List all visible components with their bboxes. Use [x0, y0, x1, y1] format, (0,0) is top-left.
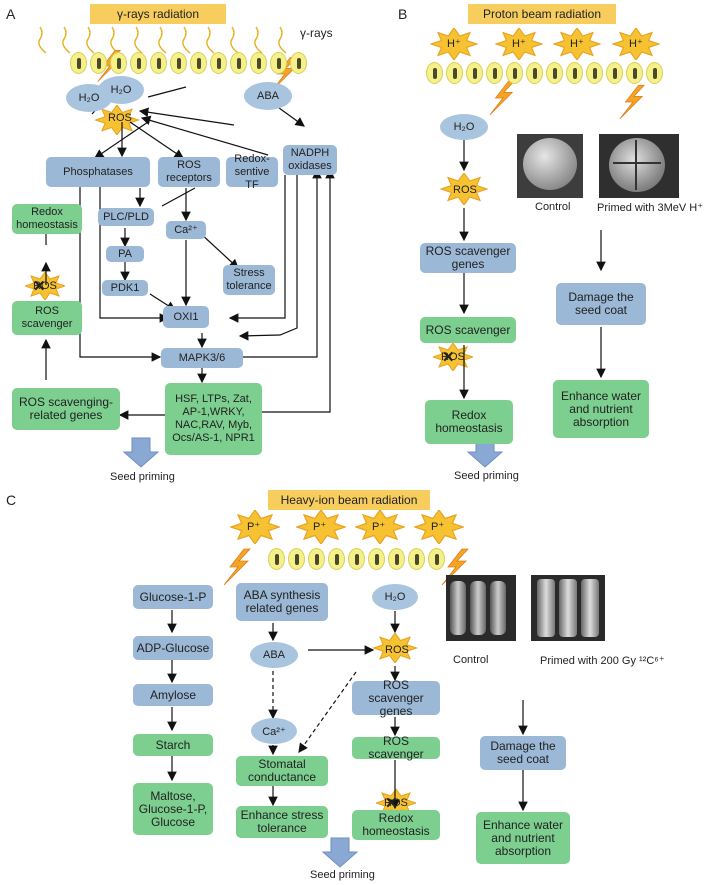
- primed-seed-image: [599, 134, 679, 198]
- h-plus-label: H⁺: [447, 38, 461, 50]
- redox-homeostasis-box-a: Redox homeostasis: [12, 204, 82, 234]
- nadph-oxidases-box: NADPH oxidases: [283, 145, 337, 175]
- seed-priming-label-a: Seed priming: [110, 471, 175, 483]
- calcium-box: Ca²⁺: [166, 221, 206, 239]
- panel-a-title: γ-rays radiation: [90, 4, 226, 24]
- pdk1-box: PDK1: [102, 280, 148, 296]
- control-seed-surface-image: [446, 575, 516, 641]
- panel-b-label: B: [398, 6, 408, 22]
- bolt-icon: [223, 548, 251, 586]
- aba-synthesis-genes-box: ABA synthesis related genes: [236, 583, 328, 621]
- adp-glucose-box: ADP-Glucose: [133, 636, 213, 660]
- p-plus-label: P⁺: [313, 521, 327, 533]
- damage-seed-coat-box-c: Damage the seed coat: [480, 736, 566, 770]
- ros-label-c: ROS: [385, 644, 409, 656]
- p-plus-label: P⁺: [247, 521, 261, 533]
- h-plus-label: H⁺: [629, 38, 643, 50]
- ros-scavenger-box-b: ROS scavenger: [420, 317, 516, 343]
- enhance-absorption-box-c: Enhance water and nutrient absorption: [476, 812, 570, 864]
- down-arrow-icon: [122, 437, 160, 468]
- p-plus-label: P⁺: [372, 521, 386, 533]
- primed-label-b: Primed with 3MeV H⁺: [597, 202, 704, 214]
- h2o-oval-b: H₂O: [440, 114, 488, 140]
- gamma-rays-label: γ-rays: [300, 26, 333, 40]
- phosphatases-box: Phosphatases: [46, 157, 150, 187]
- ros-crossed-label-c: ROS: [384, 797, 408, 809]
- control-label-b: Control: [535, 201, 571, 213]
- panel-a-label: A: [6, 6, 16, 22]
- primed-seed-surface-image: [531, 575, 605, 641]
- bolt-icon: [619, 84, 645, 120]
- redox-homeostasis-box-c: Redox homeostasis: [352, 810, 440, 840]
- ros-scavenger-genes-box-b: ROS scavenger genes: [420, 243, 516, 273]
- cross-icon: ✕: [442, 349, 455, 366]
- enhance-absorption-box-b: Enhance water and nutrient absorption: [553, 380, 649, 438]
- down-arrow-icon: [321, 837, 359, 868]
- h2o-oval-2: H₂O: [98, 76, 144, 104]
- seed-priming-label-b: Seed priming: [454, 470, 519, 482]
- ros-scavenger-box-a: ROS scavenger: [12, 301, 82, 335]
- control-seed-image: [517, 134, 583, 198]
- ros-crossed-label-b: ROS: [441, 351, 465, 363]
- cross-icon: ✕: [385, 795, 398, 812]
- oxi1-box: OXI1: [163, 306, 209, 328]
- mapk-box: MAPK3/6: [161, 348, 243, 368]
- primed-label-c: Primed with 200 Gy ¹²C⁶⁺: [540, 655, 665, 667]
- transcription-factors-box: HSF, LTPs, Zat, AP-1,WRKY, NAC,RAV, Myb,…: [165, 383, 262, 455]
- aba-oval: ABA: [244, 82, 292, 110]
- ros-label-b: ROS: [453, 184, 477, 196]
- amylose-box: Amylose: [133, 684, 213, 706]
- damage-seed-coat-box-b: Damage the seed coat: [556, 283, 646, 325]
- ros-scavenger-box-c: ROS scavenger: [352, 735, 440, 761]
- pa-box: PA: [106, 246, 144, 262]
- redox-homeostasis-box-b: Redox homeostasis: [425, 400, 513, 444]
- ros-scavenging-genes-box: ROS scavenging-related genes: [12, 388, 120, 430]
- redox-tf-box: Redox-sentive TF: [226, 153, 278, 191]
- stress-tolerance-box: Stress tolerance: [223, 265, 275, 295]
- aba-oval-c: ABA: [250, 642, 298, 668]
- h-plus-label: H⁺: [570, 38, 584, 50]
- plc-pld-box: PLC/PLD: [98, 208, 154, 226]
- h2o-oval-c: H₂O: [372, 584, 418, 610]
- calcium-oval-c: Ca²⁺: [251, 718, 297, 744]
- ros-scavenger-genes-box-c: ROS scavenger genes: [352, 678, 440, 717]
- ros-receptors-box: ROS receptors: [158, 157, 220, 187]
- maltose-box: Maltose, Glucose-1-P, Glucose: [133, 783, 213, 835]
- panel-b-title: Proton beam radiation: [468, 4, 616, 24]
- gamma-rays-icon: [38, 26, 287, 54]
- p-plus-label: P⁺: [431, 521, 445, 533]
- glucose-1-p-box: Glucose-1-P: [133, 585, 213, 609]
- bolt-icon: [489, 80, 515, 116]
- panel-c-label: C: [6, 492, 17, 508]
- starch-box: Starch: [133, 734, 213, 756]
- stomatal-conductance-box: Stomatal conductance: [236, 756, 328, 786]
- panel-c-title: Heavy-ion beam radiation: [268, 490, 430, 510]
- control-label-c: Control: [453, 654, 489, 666]
- ros-crossed-label: ROS: [33, 280, 57, 292]
- cross-icon: ✕: [33, 278, 46, 295]
- ros-label: ROS: [108, 112, 132, 124]
- seed-priming-label-c: Seed priming: [310, 869, 375, 881]
- enhance-stress-tolerance-box: Enhance stress tolerance: [236, 806, 328, 838]
- h-plus-label: H⁺: [512, 38, 526, 50]
